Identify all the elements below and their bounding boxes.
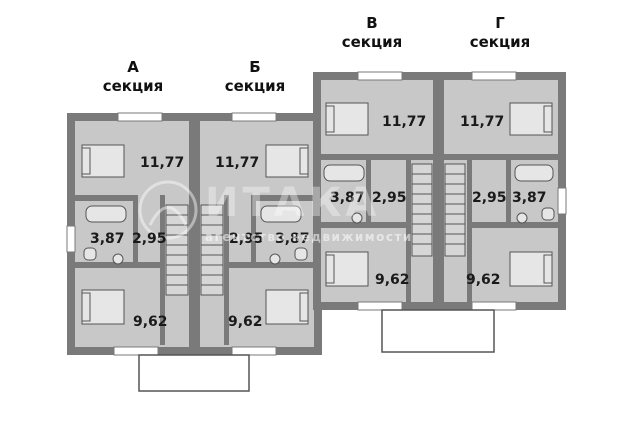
area-b-bath: 3,87 <box>275 231 310 247</box>
area-g-bedroom-bottom: 9,62 <box>466 272 501 288</box>
window <box>117 112 163 122</box>
area-v-bedroom-top: 11,77 <box>382 114 427 130</box>
window <box>231 346 277 356</box>
area-v-bedroom-bottom: 9,62 <box>375 272 410 288</box>
area-b-bedroom-top: 11,77 <box>215 155 260 171</box>
area-g-hall: 2,95 <box>472 190 507 206</box>
window <box>357 301 403 311</box>
window <box>557 187 567 215</box>
window <box>357 71 403 81</box>
bath-fixtures <box>323 164 555 224</box>
area-a-bedroom-top: 11,77 <box>140 155 185 171</box>
building-right <box>313 71 567 353</box>
area-b-bedroom-bottom: 9,62 <box>228 314 263 330</box>
balcony-right <box>381 309 495 353</box>
area-v-hall: 2,95 <box>372 190 407 206</box>
watermark-brand: ИТАКА <box>205 180 381 226</box>
stairs-a <box>165 204 189 296</box>
building-left <box>66 112 322 392</box>
balcony-left <box>138 354 250 392</box>
area-a-bedroom-bottom: 9,62 <box>133 314 168 330</box>
stairs-g <box>444 163 466 257</box>
window <box>471 301 517 311</box>
stairs-b <box>200 204 224 296</box>
area-g-bath: 3,87 <box>512 190 547 206</box>
window <box>113 346 159 356</box>
area-b-hall: 2,95 <box>229 231 264 247</box>
watermark-subtitle: агентство недвижимости <box>205 230 413 244</box>
bed <box>81 144 309 325</box>
window <box>471 71 517 81</box>
area-a-hall: 2,95 <box>132 231 167 247</box>
stairs-v <box>411 163 433 257</box>
area-a-bath: 3,87 <box>90 231 125 247</box>
bath-fixtures <box>83 205 308 265</box>
window <box>231 112 277 122</box>
area-g-bedroom-top: 11,77 <box>460 114 505 130</box>
area-v-bath: 3,87 <box>330 190 365 206</box>
window <box>66 225 76 253</box>
watermark-logo-icon <box>138 180 198 240</box>
bed <box>325 102 553 287</box>
